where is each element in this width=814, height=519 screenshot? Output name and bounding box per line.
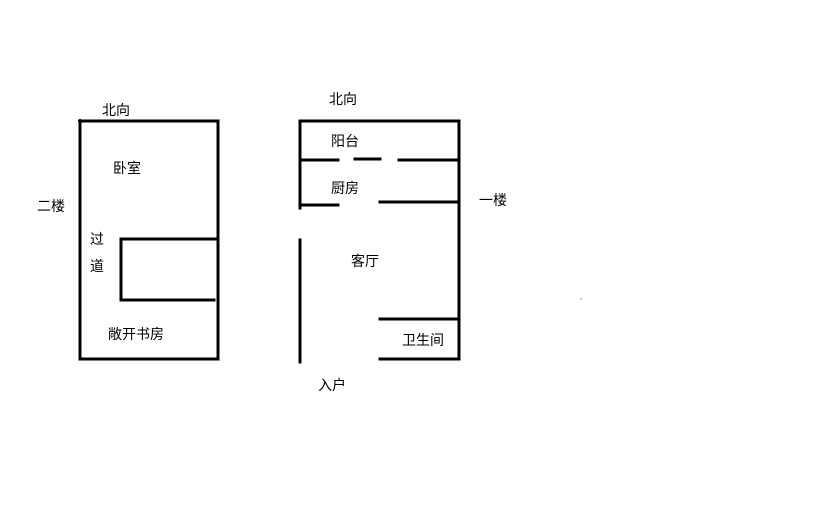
corridor-label-2: 道 bbox=[90, 259, 104, 275]
floor2-north-label: 北向 bbox=[102, 103, 130, 119]
bathroom-label: 卫生间 bbox=[402, 333, 444, 349]
balcony-label: 阳台 bbox=[331, 134, 359, 150]
entrance-label: 入户 bbox=[318, 378, 346, 394]
living-room-label: 客厅 bbox=[351, 254, 379, 270]
stray-dot bbox=[580, 298, 582, 300]
floor1-label: 一楼 bbox=[479, 193, 507, 209]
floor2-corner-dot bbox=[78, 119, 82, 123]
floor1-plan bbox=[298, 119, 461, 364]
floor1-north-label: 北向 bbox=[329, 92, 357, 108]
floor2-label: 二楼 bbox=[37, 199, 65, 215]
bedroom-label: 卧室 bbox=[113, 161, 141, 177]
corridor-label-1: 过 bbox=[90, 232, 104, 248]
study-label: 敞开书房 bbox=[108, 327, 164, 343]
kitchen-label: 厨房 bbox=[331, 181, 359, 197]
floor2-plan bbox=[78, 119, 220, 361]
